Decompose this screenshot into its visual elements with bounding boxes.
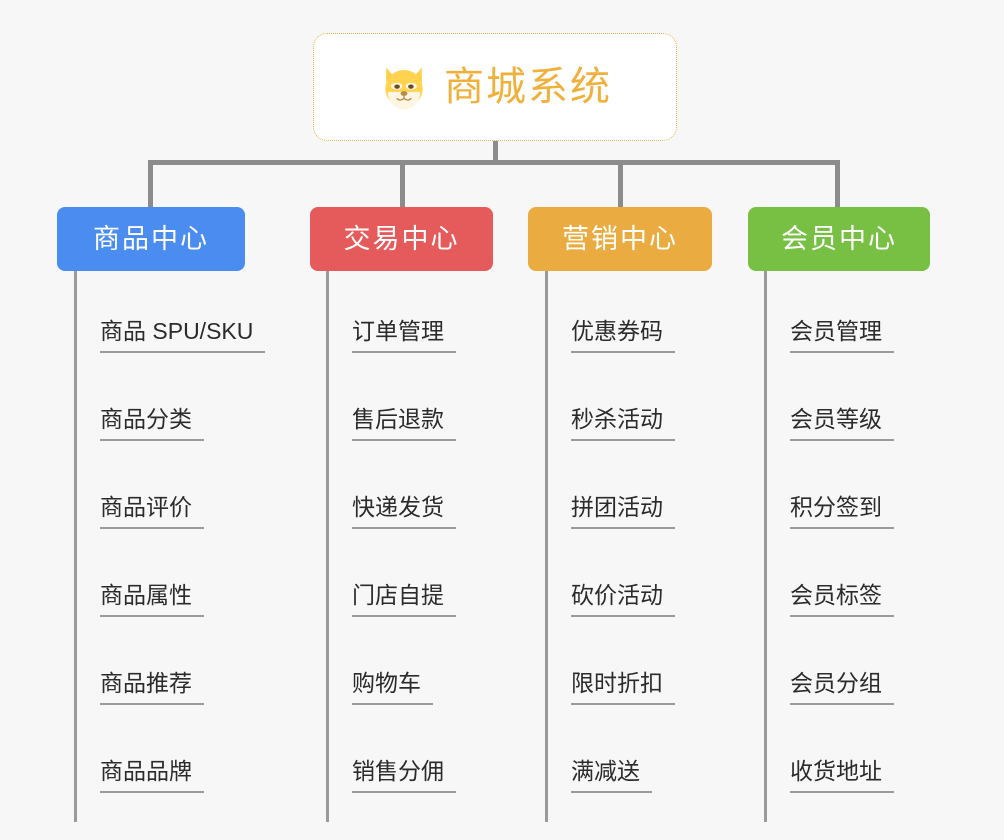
branch-label: 交易中心 [343, 223, 460, 254]
leaf-item[interactable]: 优惠券码 [545, 271, 675, 359]
leaf-item[interactable]: 快递发货 [326, 447, 456, 535]
leaf-label: 销售分佣 [352, 757, 456, 793]
branch-label: 会员中心 [781, 223, 897, 254]
leaf-item[interactable]: 会员标签 [764, 535, 894, 623]
branch-header-2[interactable]: 交易中心 [310, 207, 493, 271]
branch-items-4: 会员管理 会员等级 积分签到 会员标签 会员分组 收货地址 [764, 271, 894, 822]
connector-drop-1 [148, 160, 153, 207]
leaf-label: 满减送 [571, 757, 652, 793]
branch-spine [74, 271, 77, 822]
leaf-label: 砍价活动 [571, 581, 675, 617]
leaf-item[interactable]: 收货地址 [764, 711, 894, 799]
leaf-label: 商品推荐 [100, 669, 204, 705]
leaf-item[interactable]: 砍价活动 [545, 535, 675, 623]
leaf-item[interactable]: 拼团活动 [545, 447, 675, 535]
leaf-item[interactable]: 秒杀活动 [545, 359, 675, 447]
leaf-item[interactable]: 商品推荐 [74, 623, 265, 711]
root-node[interactable]: 商城系统 [313, 33, 677, 141]
leaf-label: 会员等级 [790, 405, 894, 441]
branch-label: 商品中心 [93, 223, 209, 254]
branch-header-4[interactable]: 会员中心 [748, 207, 930, 271]
leaf-label: 限时折扣 [571, 669, 675, 705]
root-title: 商城系统 [444, 65, 612, 109]
leaf-label: 售后退款 [352, 405, 456, 441]
leaf-item[interactable]: 积分签到 [764, 447, 894, 535]
leaf-label: 会员分组 [790, 669, 894, 705]
leaf-label: 商品品牌 [100, 757, 204, 793]
connector-bus [148, 160, 840, 165]
leaf-item[interactable]: 售后退款 [326, 359, 456, 447]
branch-items-1: 商品 SPU/SKU 商品分类 商品评价 商品属性 商品推荐 商品品牌 [74, 271, 266, 822]
leaf-label: 收货地址 [790, 757, 894, 793]
leaf-item[interactable]: 会员分组 [764, 623, 894, 711]
leaf-label: 购物车 [352, 669, 433, 705]
leaf-item[interactable]: 会员管理 [764, 271, 894, 359]
leaf-label: 商品分类 [100, 405, 204, 441]
leaf-item[interactable]: 购物车 [326, 623, 456, 711]
leaf-item[interactable]: 满减送 [545, 711, 675, 799]
leaf-item[interactable]: 商品评价 [74, 447, 265, 535]
leaf-item[interactable]: 订单管理 [326, 271, 456, 359]
branch-header-1[interactable]: 商品中心 [57, 207, 245, 271]
branch-label: 营销中心 [562, 223, 678, 254]
branch-spine [764, 271, 767, 822]
leaf-label: 积分签到 [790, 493, 894, 529]
connector-drop-2 [400, 160, 405, 207]
branch-spine [326, 271, 329, 822]
leaf-item[interactable]: 商品品牌 [74, 711, 265, 799]
leaf-item[interactable]: 会员等级 [764, 359, 894, 447]
leaf-label: 会员管理 [790, 317, 894, 353]
leaf-label: 门店自提 [352, 581, 456, 617]
leaf-item[interactable]: 销售分佣 [326, 711, 456, 799]
leaf-label: 商品属性 [100, 581, 204, 617]
dog-face-icon [378, 61, 430, 113]
branch-spine [545, 271, 548, 822]
leaf-label: 秒杀活动 [571, 405, 675, 441]
branch-header-3[interactable]: 营销中心 [528, 207, 712, 271]
leaf-label: 商品 SPU/SKU [100, 317, 266, 353]
leaf-label: 快递发货 [352, 493, 456, 529]
connector-drop-3 [618, 160, 623, 207]
connector-root-stem [493, 141, 498, 164]
leaf-item[interactable]: 商品 SPU/SKU [74, 271, 266, 359]
leaf-label: 会员标签 [790, 581, 894, 617]
leaf-label: 拼团活动 [571, 493, 675, 529]
branch-items-3: 优惠券码 秒杀活动 拼团活动 砍价活动 限时折扣 满减送 [545, 271, 675, 822]
leaf-item[interactable]: 商品分类 [74, 359, 265, 447]
leaf-label: 商品评价 [100, 493, 204, 529]
leaf-label: 订单管理 [352, 317, 456, 353]
leaf-item[interactable]: 商品属性 [74, 535, 265, 623]
leaf-label: 优惠券码 [571, 317, 675, 353]
connector-drop-4 [835, 160, 840, 207]
leaf-item[interactable]: 门店自提 [326, 535, 456, 623]
branch-items-2: 订单管理 售后退款 快递发货 门店自提 购物车 销售分佣 [326, 271, 456, 822]
leaf-item[interactable]: 限时折扣 [545, 623, 675, 711]
